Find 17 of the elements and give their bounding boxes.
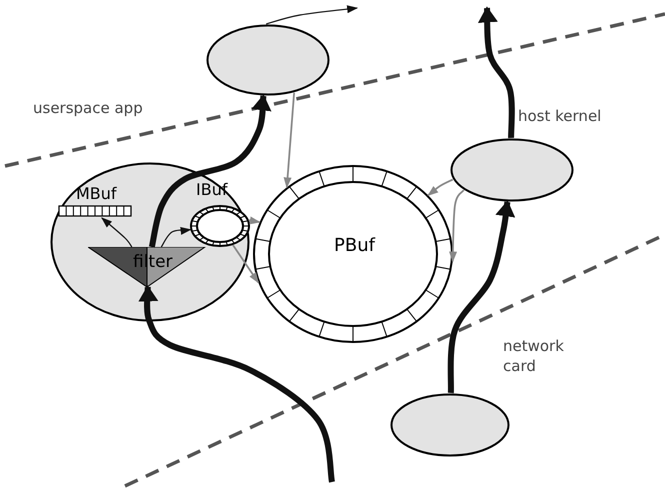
arrow <box>101 217 132 248</box>
arrow <box>140 285 335 482</box>
layer-label: host kernel <box>518 106 602 126</box>
arrow <box>266 4 358 25</box>
arrow <box>232 244 259 284</box>
arrow <box>448 190 464 262</box>
arrow <box>448 200 514 394</box>
arrow <box>160 226 192 248</box>
buffer-label: MBuf <box>76 186 117 202</box>
layer-label: userspace app <box>33 98 144 118</box>
arrow <box>480 6 515 138</box>
arrow <box>148 94 270 248</box>
arrow <box>283 92 296 188</box>
arrow <box>428 178 454 196</box>
buffer-label: PBuf <box>334 237 375 255</box>
arrow <box>248 216 260 225</box>
layer-label: network card <box>503 336 565 376</box>
